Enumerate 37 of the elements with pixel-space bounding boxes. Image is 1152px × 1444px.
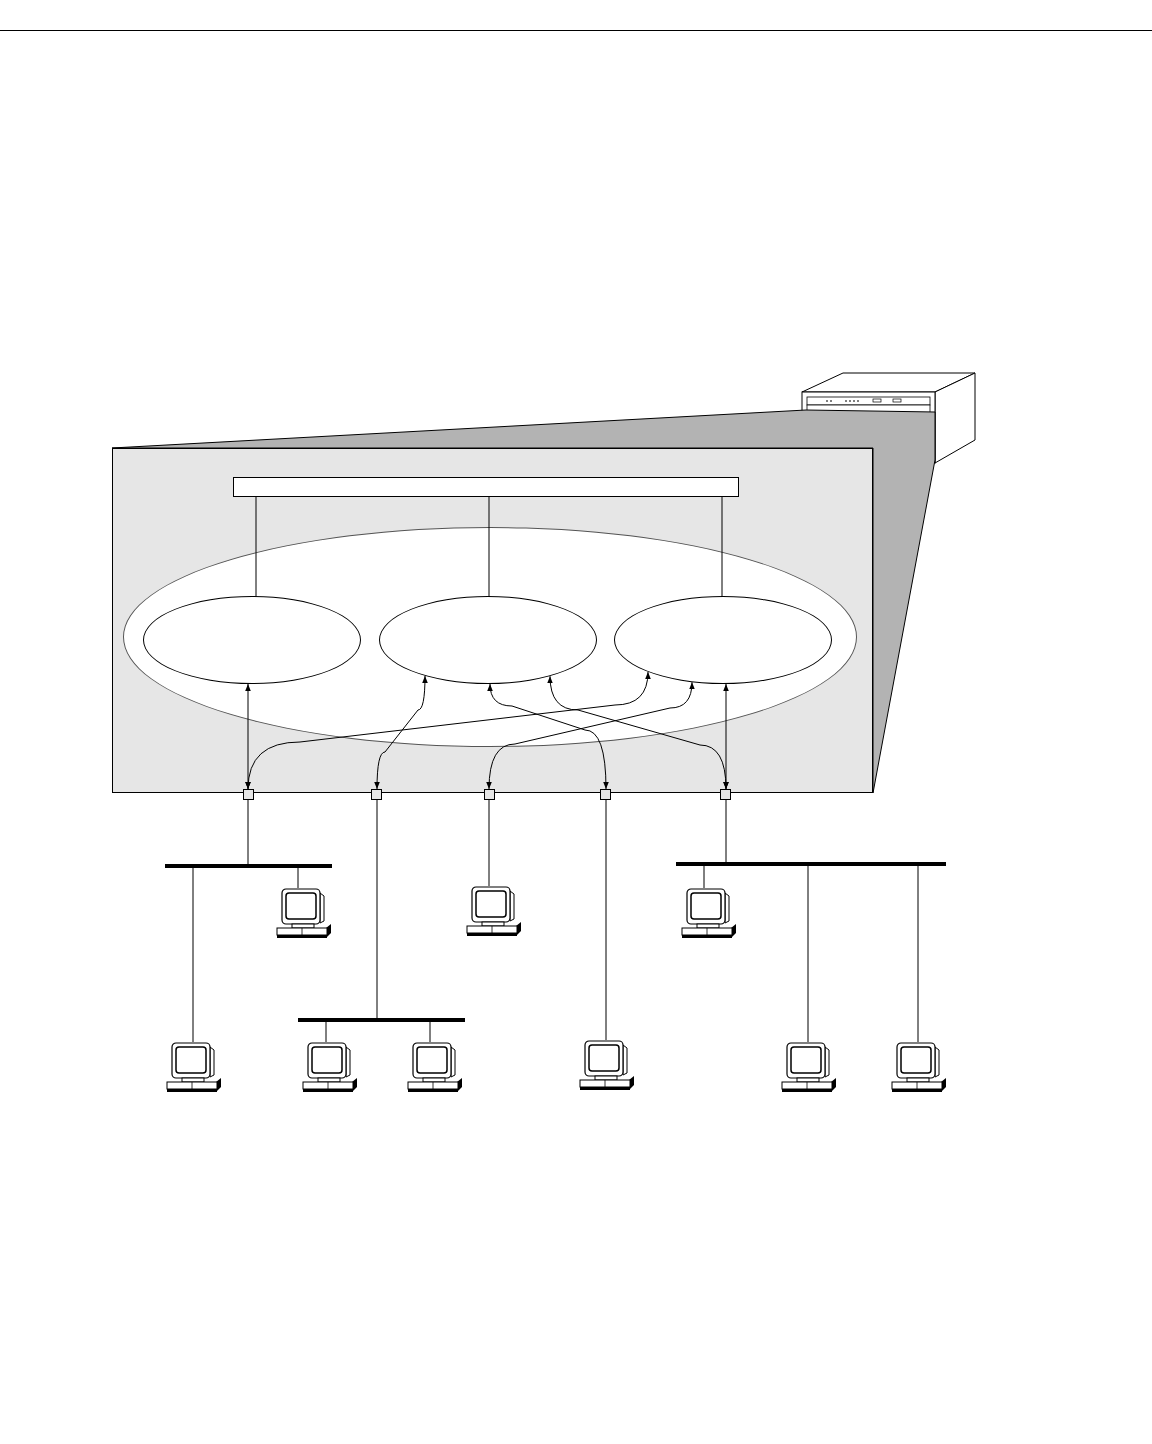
arrow xyxy=(723,683,729,790)
enlarged-panel xyxy=(112,448,873,793)
port-box xyxy=(600,789,611,800)
connector-line xyxy=(192,867,194,1043)
computer-icon xyxy=(300,1042,358,1094)
connector-line xyxy=(429,1021,431,1043)
arrow xyxy=(245,671,651,790)
arrow xyxy=(547,675,729,790)
connector-line xyxy=(917,865,919,1043)
port-box xyxy=(371,789,382,800)
arrow xyxy=(374,675,428,790)
connector-line xyxy=(703,865,705,889)
connector-line xyxy=(488,799,490,887)
connector-line xyxy=(255,496,257,597)
arrow xyxy=(487,683,609,790)
computer-icon xyxy=(164,1042,222,1094)
port-box xyxy=(720,789,731,800)
computer-icon xyxy=(679,888,737,940)
connector-line xyxy=(297,867,299,889)
computer-icon xyxy=(274,888,332,940)
computer-icon xyxy=(779,1042,837,1094)
connector-line xyxy=(605,799,607,1041)
connector-line xyxy=(725,799,727,863)
connector-line xyxy=(807,865,809,1043)
connector-line xyxy=(325,1021,327,1043)
port-box xyxy=(243,789,254,800)
bus-bar-box xyxy=(233,477,739,497)
connector-line xyxy=(376,799,378,1019)
arrow xyxy=(486,681,695,790)
connector-line xyxy=(721,496,723,597)
port-box xyxy=(484,789,495,800)
computer-icon xyxy=(577,1040,635,1092)
computer-icon xyxy=(889,1042,947,1094)
computer-icon xyxy=(464,886,522,938)
connector-line xyxy=(488,496,490,597)
computer-icon xyxy=(405,1042,463,1094)
connector-line xyxy=(247,799,249,865)
